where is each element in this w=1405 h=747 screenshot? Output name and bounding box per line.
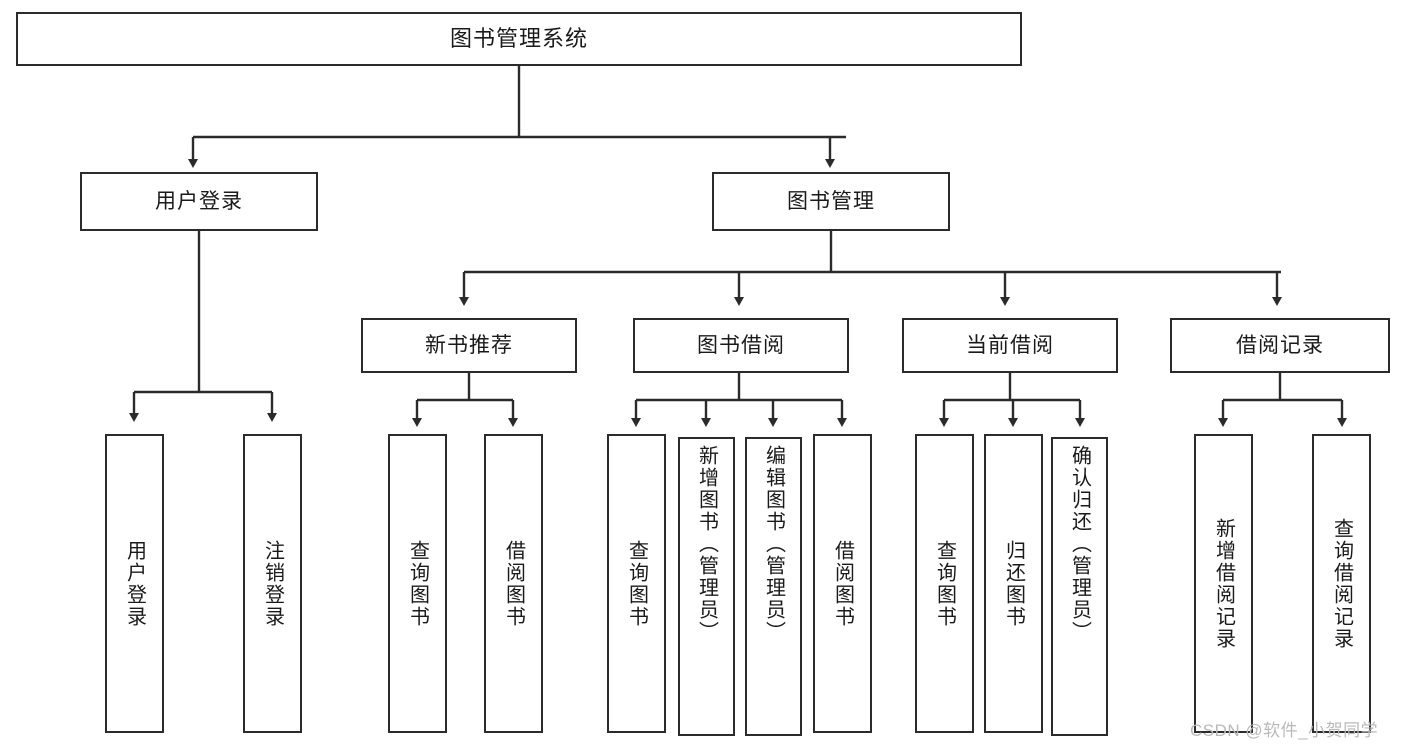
node-label: 查询图书 [933, 539, 956, 628]
node-label: 新增借阅记录 [1212, 517, 1235, 650]
node-label: 用户登录 [155, 189, 243, 213]
leaf-query-borrow-record[interactable]: 查询借阅记录 [1312, 434, 1371, 733]
leaf-query-book-borrow[interactable]: 查询图书 [607, 434, 666, 733]
node-label: 借阅记录 [1236, 333, 1324, 357]
node-label: 确认归还（管理员） [1068, 445, 1091, 643]
node-label: 编辑图书（管理员） [762, 445, 785, 643]
leaf-borrow-book-recommend[interactable]: 借阅图书 [484, 434, 543, 733]
leaf-user-login[interactable]: 用户登录 [105, 434, 164, 733]
node-current-borrow[interactable]: 当前借阅 [902, 318, 1118, 373]
node-label: 新书推荐 [425, 333, 513, 357]
leaf-edit-book-admin[interactable]: 编辑图书（管理员） [745, 437, 802, 736]
node-label: 归还图书 [1002, 539, 1025, 628]
node-book-borrow[interactable]: 图书借阅 [633, 318, 849, 373]
node-book-manage[interactable]: 图书管理 [712, 172, 950, 231]
leaf-return-book[interactable]: 归还图书 [984, 434, 1043, 733]
node-label: 图书管理系统 [449, 25, 588, 51]
leaf-query-book-current[interactable]: 查询图书 [915, 434, 974, 733]
node-root-system[interactable]: 图书管理系统 [16, 12, 1022, 66]
leaf-add-book-admin[interactable]: 新增图书（管理员） [678, 437, 735, 736]
csdn-watermark: CSDN @软件_小贺同学 [1190, 721, 1379, 740]
leaf-borrow-book-borrow[interactable]: 借阅图书 [813, 434, 872, 733]
node-label: 当前借阅 [966, 333, 1054, 357]
leaf-logout[interactable]: 注销登录 [243, 434, 302, 733]
leaf-add-borrow-record[interactable]: 新增借阅记录 [1194, 434, 1253, 733]
node-label: 借阅图书 [831, 539, 854, 628]
node-user-login[interactable]: 用户登录 [80, 172, 318, 231]
node-borrow-record[interactable]: 借阅记录 [1170, 318, 1390, 373]
node-label: 注销登录 [261, 539, 284, 628]
leaf-query-book-recommend[interactable]: 查询图书 [388, 434, 447, 733]
node-label: 用户登录 [123, 539, 146, 628]
leaf-confirm-return-admin[interactable]: 确认归还（管理员） [1051, 437, 1108, 736]
node-label: 图书管理 [787, 189, 875, 213]
node-label: 新增图书（管理员） [695, 445, 718, 643]
node-label: 查询图书 [625, 539, 648, 628]
node-new-book-recommend[interactable]: 新书推荐 [361, 318, 577, 373]
node-label: 查询图书 [406, 539, 429, 628]
node-label: 借阅图书 [502, 539, 525, 628]
node-label: 查询借阅记录 [1330, 517, 1353, 650]
node-label: 图书借阅 [697, 333, 785, 357]
